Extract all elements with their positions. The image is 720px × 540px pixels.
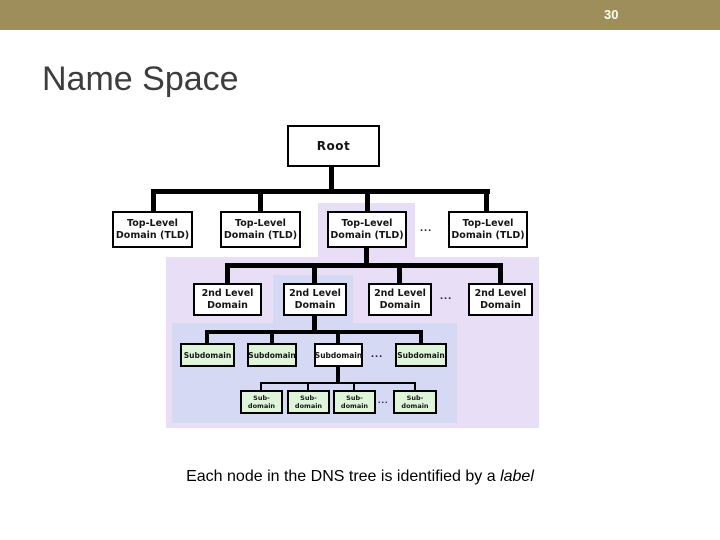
connector-line	[260, 382, 416, 384]
node-2nd-level-2: 2nd Level Domain	[283, 283, 347, 316]
connector-line	[205, 330, 209, 344]
connector-line	[336, 330, 340, 344]
ellipsis-tld: ...	[420, 222, 433, 234]
caption: Each node in the DNS tree is identified …	[0, 468, 720, 486]
connector-line	[225, 263, 230, 285]
node-subdomain-1: Subdomain	[180, 343, 235, 367]
node-sub-subdomain-1: Sub- domain	[240, 390, 283, 414]
connector-line	[151, 189, 490, 194]
connector-line	[307, 382, 309, 391]
connector-line	[270, 330, 274, 344]
node-sub-subdomain-2: Sub- domain	[287, 390, 330, 414]
connector-line	[205, 330, 423, 334]
ellipsis-2nd-level: ...	[440, 290, 453, 302]
connector-line	[260, 382, 262, 391]
node-sub-subdomain-3: Sub- domain	[333, 390, 376, 414]
node-tld-1: Top-Level Domain (TLD)	[112, 211, 193, 248]
connector-line	[484, 189, 489, 212]
page-title: Name Space	[42, 60, 239, 98]
connector-line	[364, 247, 369, 265]
connector-line	[151, 189, 156, 212]
connector-line	[365, 189, 370, 212]
node-subdomain-3: Subdomain	[314, 343, 363, 367]
connector-line	[414, 382, 416, 391]
node-2nd-level-4: 2nd Level Domain	[468, 283, 533, 316]
connector-line	[329, 166, 334, 190]
connector-line	[419, 330, 423, 344]
connector-line	[397, 263, 402, 285]
ellipsis-subdomain: ...	[371, 348, 384, 360]
node-2nd-level-1: 2nd Level Domain	[193, 283, 262, 316]
connector-line	[312, 263, 317, 285]
header-bar: 30	[0, 0, 720, 30]
connector-line	[225, 263, 503, 268]
node-root: Root	[287, 125, 380, 167]
ellipsis-sub-subdomain: ...	[378, 395, 389, 405]
connector-line	[498, 263, 503, 285]
connector-line	[336, 366, 340, 383]
caption-text: Each node in the DNS tree is identified …	[186, 468, 501, 485]
caption-emphasis: label	[500, 468, 534, 485]
node-subdomain-2: Subdomain	[247, 343, 297, 367]
node-tld-2: Top-Level Domain (TLD)	[220, 211, 301, 248]
node-sub-subdomain-4: Sub- domain	[393, 390, 437, 414]
node-2nd-level-3: 2nd Level Domain	[368, 283, 432, 316]
connector-line	[258, 189, 263, 212]
node-tld-3: Top-Level Domain (TLD)	[327, 211, 407, 248]
node-subdomain-4: Subdomain	[395, 343, 447, 367]
node-tld-4: Top-Level Domain (TLD)	[448, 211, 528, 248]
connector-line	[312, 315, 317, 332]
page-number: 30	[604, 7, 619, 22]
connector-line	[353, 382, 355, 391]
